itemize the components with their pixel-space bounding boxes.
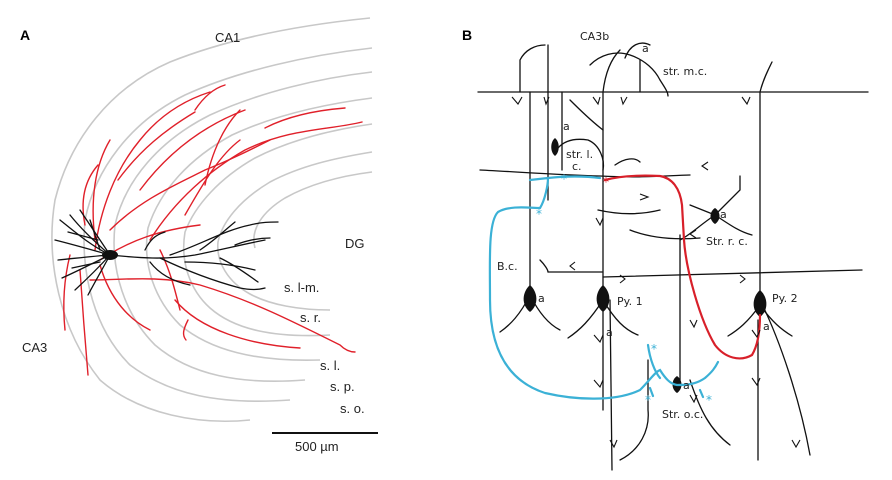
axon-arbor xyxy=(63,84,363,376)
layer-slm-label: s. l-m. xyxy=(284,280,319,295)
contour-2 xyxy=(83,47,373,403)
label-py2: Py. 2 xyxy=(772,292,798,305)
axon-marker-str-oc: a xyxy=(683,379,690,392)
soma-py2 xyxy=(753,290,767,317)
layer-sr-label: s. r. xyxy=(300,310,321,325)
region-ca3-label: CA3 xyxy=(22,340,47,355)
scale-bar-label: 500 µm xyxy=(295,439,339,454)
label-bc: B.c. xyxy=(497,260,518,273)
panel-b-letter: B xyxy=(462,27,472,43)
soma-bc xyxy=(523,285,537,312)
label-str-mc: str. m.c. xyxy=(663,65,707,78)
axon-marker-bc: a xyxy=(538,292,545,305)
somata xyxy=(523,138,767,393)
label-str-oc: Str. o.c. xyxy=(662,408,703,421)
region-dg-label: DG xyxy=(345,236,365,251)
contour-6 xyxy=(217,151,373,311)
soma-a xyxy=(102,250,118,260)
axon-marker-py2: a xyxy=(763,320,770,333)
ink-circuit xyxy=(477,42,869,471)
contour-dg-inner xyxy=(253,171,373,249)
panel-a: A xyxy=(20,17,378,454)
svg-text:*: * xyxy=(536,207,542,221)
red-pathway xyxy=(603,174,762,360)
soma-str-l xyxy=(551,138,559,156)
svg-text:*: * xyxy=(651,342,657,356)
blue-stars: * * * * * xyxy=(536,172,712,407)
contour-5 xyxy=(182,123,373,337)
axon-marker-str-rc: a xyxy=(720,208,727,221)
panel-a-letter: A xyxy=(20,27,30,43)
label-str-l: str. l. xyxy=(566,148,593,161)
layer-sl-label: s. l. xyxy=(320,358,340,373)
soma-str-rc xyxy=(710,208,720,224)
soma-py1 xyxy=(596,285,610,312)
svg-text:*: * xyxy=(561,172,567,186)
panel-b-title: CA3b xyxy=(580,30,609,43)
label-str-rc: Str. r. c. xyxy=(706,235,748,248)
panel-b: B CA3b xyxy=(462,27,869,471)
layer-sp-label: s. p. xyxy=(330,379,355,394)
arrows xyxy=(511,96,801,449)
region-ca1-label: CA1 xyxy=(215,30,240,45)
axon-marker-str-l: a xyxy=(563,120,570,133)
layer-so-label: s. o. xyxy=(340,401,365,416)
svg-text:*: * xyxy=(645,393,651,407)
red-star: * xyxy=(603,175,609,189)
blue-pathway xyxy=(488,175,720,400)
contour-outer xyxy=(51,17,371,423)
axon-marker-str-mc: a xyxy=(642,42,649,55)
contour-4 xyxy=(145,97,373,362)
svg-text:*: * xyxy=(706,393,712,407)
label-str-l-c: c. xyxy=(572,160,582,173)
axon-marker-py1: a xyxy=(606,326,613,339)
label-py1: Py. 1 xyxy=(617,295,643,308)
